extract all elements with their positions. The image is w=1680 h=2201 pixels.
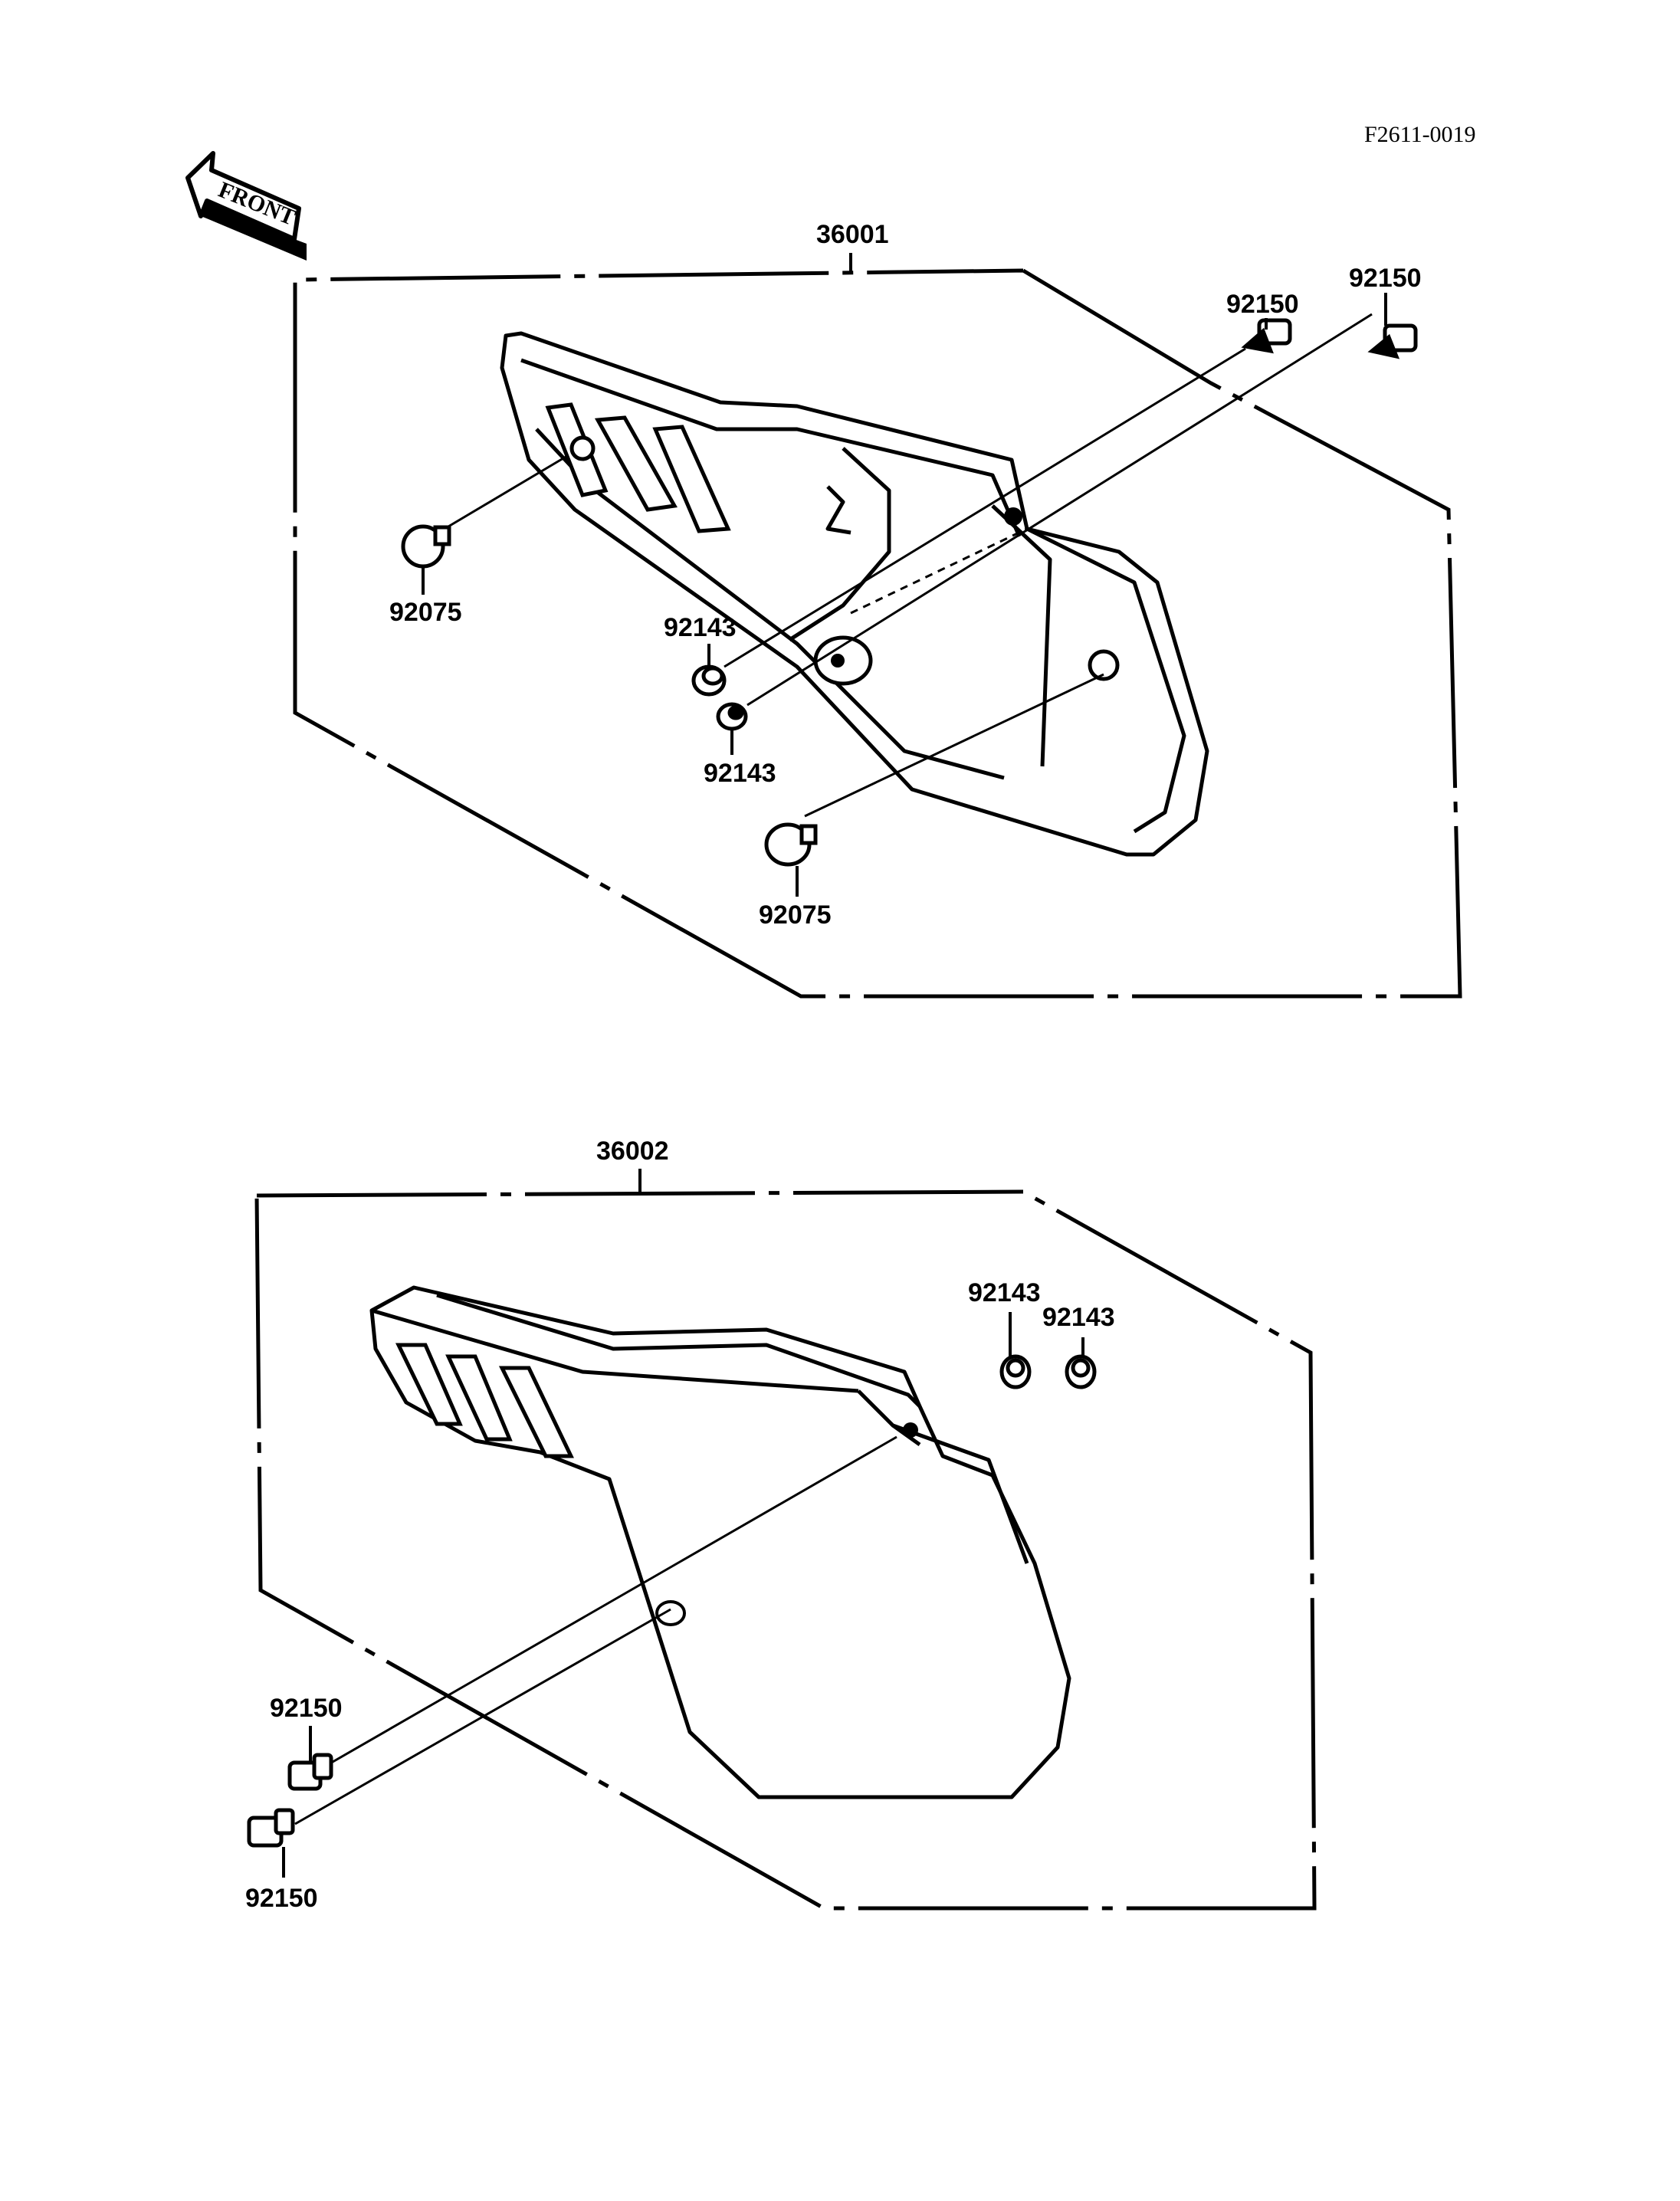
lower-frame (254, 1189, 1317, 1911)
upper-assembly: 36001 (293, 220, 1462, 999)
upper-frame (293, 268, 1462, 999)
label-92150-lower-a: 92150 (270, 1694, 343, 1723)
part-number-36001: 36001 (816, 220, 889, 249)
front-arrow-icon: FRONT (185, 151, 307, 261)
upper-leader-lines (444, 313, 1373, 818)
grommet-92075-top-icon (401, 524, 451, 569)
lower-leader-lines (294, 1435, 897, 1825)
figure-code: F2611-0019 (1364, 122, 1476, 147)
label-92143-lower-a: 92143 (968, 1278, 1041, 1307)
screw-92150-lower-a-icon (287, 1753, 333, 1791)
collar-92143-a-icon (691, 664, 727, 697)
label-92143-upper-b: 92143 (704, 759, 776, 788)
lower-side-cover (369, 1285, 1071, 1799)
screw-92150-lower-b-icon (247, 1808, 295, 1848)
collar-92143-b-icon (716, 702, 748, 731)
label-92150-upper-b: 92150 (1349, 264, 1422, 293)
label-92075-bottom: 92075 (759, 900, 832, 930)
screw-92150-b-icon (1367, 323, 1418, 359)
lower-vents (395, 1343, 574, 1458)
part-number-36002: 36002 (596, 1137, 669, 1166)
label-92143-lower-b: 92143 (1042, 1303, 1115, 1332)
upper-vents (545, 402, 731, 533)
label-92143-upper-a: 92143 (664, 613, 737, 642)
label-92150-upper-a: 92150 (1226, 290, 1299, 319)
grommet-92075-bottom-icon (764, 822, 818, 867)
collar-92143-lower-a-icon (999, 1354, 1032, 1389)
label-92075-top: 92075 (389, 598, 462, 627)
label-92150-lower-b: 92150 (245, 1884, 318, 1913)
upper-side-cover (500, 331, 1209, 857)
lower-assembly: 36002 92143 (245, 1137, 1317, 1913)
collar-92143-lower-b-icon (1065, 1354, 1097, 1389)
